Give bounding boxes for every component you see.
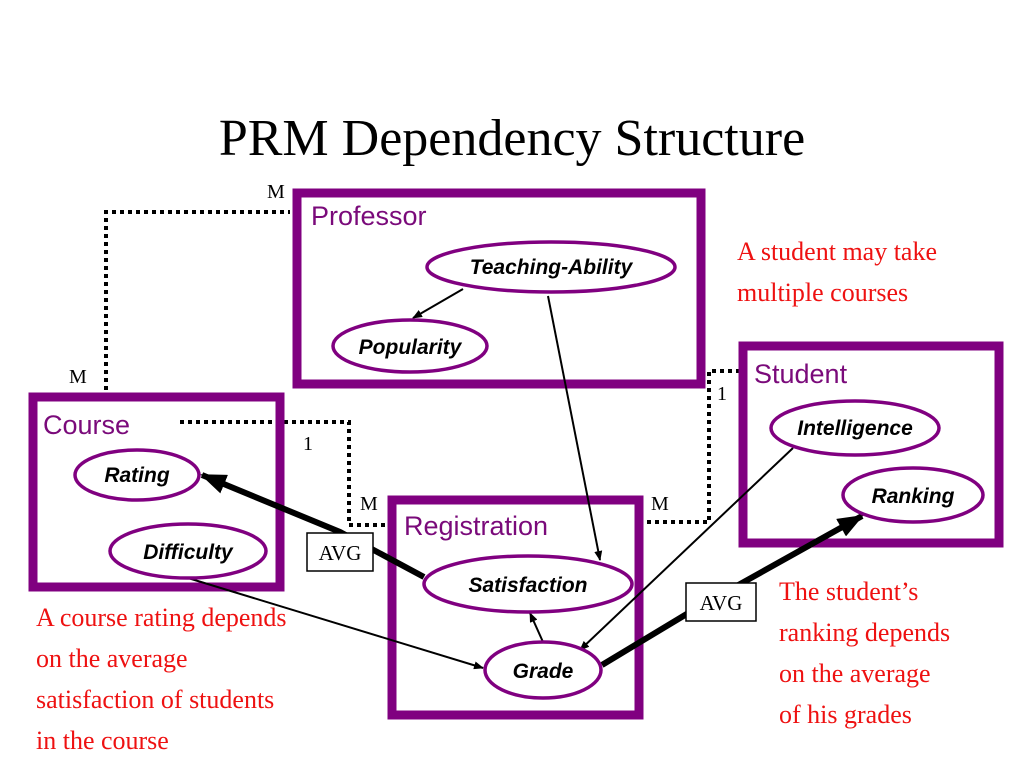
arrow-grade-to-satisfaction xyxy=(529,612,544,643)
note-student-ranking-line-4: of his grades xyxy=(779,700,912,729)
attribute-satisfaction-label: Satisfaction xyxy=(468,574,587,597)
note-course-rating: A course rating depends on the average s… xyxy=(36,603,293,755)
attribute-teaching-ability: Teaching-Ability xyxy=(425,240,677,294)
registration-label: Registration xyxy=(404,511,548,541)
note-student-ranking-line-3: on the average xyxy=(779,659,931,688)
attribute-intelligence-label: Intelligence xyxy=(797,417,913,440)
professor-class: Professor xyxy=(292,188,706,389)
note-course-rating-line-1: A course rating depends xyxy=(36,603,287,632)
professor-label: Professor xyxy=(311,201,427,231)
attribute-rating-ellipse xyxy=(73,448,201,502)
student-label: Student xyxy=(754,359,848,389)
note-student-courses: A student may take multiple courses xyxy=(737,237,944,307)
course-box xyxy=(28,392,285,592)
avg-box-course-rating-frame xyxy=(306,532,374,572)
attribute-ranking-label: Ranking xyxy=(872,485,955,508)
registration-box xyxy=(387,495,644,720)
course-professor-link xyxy=(104,210,290,390)
avg-box-student-ranking-text: AVG xyxy=(700,591,743,615)
course-class: Course xyxy=(28,392,285,592)
note-student-courses-line-2: multiple courses xyxy=(737,278,908,307)
attribute-teaching-ability-label: Teaching-Ability xyxy=(470,256,634,279)
attribute-ranking-ellipse xyxy=(841,466,985,524)
avg-box-student-ranking-frame xyxy=(685,582,757,622)
note-course-rating-line-3: satisfaction of students xyxy=(36,685,274,714)
registration-class: Registration xyxy=(387,495,644,720)
arrow-teaching-ability-to-satisfaction xyxy=(547,295,603,561)
note-course-rating-line-2: on the average xyxy=(36,644,188,673)
multiplicity-professor-side: M xyxy=(267,181,285,203)
page-title: PRM Dependency Structure xyxy=(219,110,805,167)
student-registration-link xyxy=(640,369,740,524)
attribute-satisfaction-ellipse xyxy=(422,554,634,614)
note-student-ranking-line-1: The student’s xyxy=(779,577,918,606)
relationship-links xyxy=(104,210,740,527)
multiplicity-course-to-registration: 1 xyxy=(303,433,313,455)
arrow-teaching-ability-to-popularity xyxy=(412,288,464,319)
attribute-rating: Rating xyxy=(73,448,201,502)
note-student-ranking: The student’s ranking depends on the ave… xyxy=(779,577,957,729)
course-label: Course xyxy=(43,410,130,440)
student-box xyxy=(738,341,1004,548)
attribute-intelligence-ellipse xyxy=(769,399,941,457)
student-class: Student xyxy=(738,341,1004,548)
attribute-popularity-ellipse xyxy=(331,318,489,374)
professor-box xyxy=(292,188,706,389)
attribute-popularity: Popularity xyxy=(331,318,489,374)
attribute-popularity-label: Popularity xyxy=(359,336,463,359)
avg-box-course-rating-text: AVG xyxy=(319,541,362,565)
attribute-difficulty: Difficulty xyxy=(108,522,268,580)
avg-box-student-ranking: AVG xyxy=(685,582,757,622)
attribute-satisfaction: Satisfaction xyxy=(422,554,634,614)
note-course-rating-line-4: in the course xyxy=(36,726,169,755)
multiplicity-student-to-registration: 1 xyxy=(717,383,727,405)
attribute-teaching-ability-ellipse xyxy=(425,240,677,294)
attribute-grade: Grade xyxy=(483,640,603,700)
multiplicity-course-to-professor: M xyxy=(69,366,87,388)
attribute-ranking: Ranking xyxy=(841,466,985,524)
attribute-grade-ellipse xyxy=(483,640,603,700)
note-student-courses-line-1: A student may take xyxy=(737,237,937,266)
attribute-difficulty-label: Difficulty xyxy=(143,541,234,564)
attribute-intelligence: Intelligence xyxy=(769,399,941,457)
attribute-rating-label: Rating xyxy=(104,464,170,487)
multiplicity-registration-from-student: M xyxy=(651,493,669,515)
dependency-arrows xyxy=(187,288,794,670)
attribute-difficulty-ellipse xyxy=(108,522,268,580)
avg-box-course-rating: AVG xyxy=(306,532,374,572)
attribute-grade-label: Grade xyxy=(513,660,574,683)
arrow-difficulty-to-grade xyxy=(187,577,484,670)
multiplicity-registration-from-course: M xyxy=(360,493,378,515)
arrow-satisfaction-avg-to-rating xyxy=(200,472,426,580)
note-student-ranking-line-2: ranking depends xyxy=(779,618,950,647)
arrow-intelligence-to-grade xyxy=(579,447,794,651)
